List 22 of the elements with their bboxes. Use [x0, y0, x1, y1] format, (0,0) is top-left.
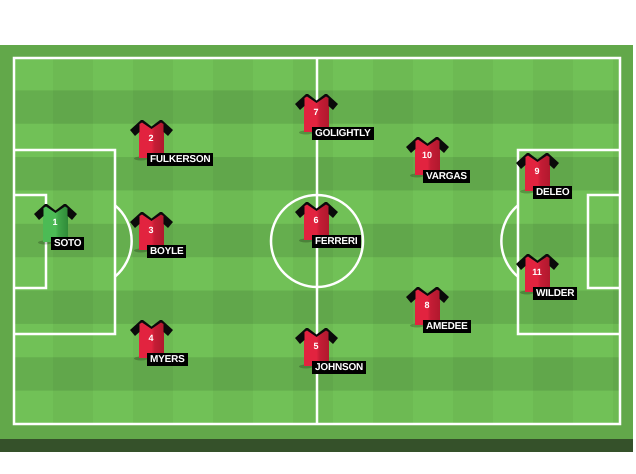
- player-name: BOYLE: [147, 245, 186, 258]
- jersey-number: 4: [148, 332, 154, 344]
- player-name: GOLIGHTLY: [312, 127, 374, 140]
- player-name: SOTO: [51, 237, 84, 250]
- jersey-number: 3: [148, 224, 154, 236]
- jersey-number: 1: [52, 216, 58, 228]
- player-name: AMEDEE: [423, 320, 471, 333]
- jersey-number: 8: [424, 299, 430, 311]
- player-name: FULKERSON: [147, 153, 214, 166]
- player-name: VARGAS: [423, 170, 470, 183]
- jersey-number: 2: [148, 132, 154, 144]
- player-name: DELEO: [533, 186, 572, 199]
- jersey-number: 11: [532, 266, 542, 278]
- jersey-number: 10: [422, 149, 432, 161]
- player-name: JOHNSON: [312, 361, 366, 374]
- jersey-number: 5: [314, 340, 318, 352]
- player-name: WILDER: [533, 287, 578, 300]
- jersey-number: 9: [534, 165, 540, 177]
- player-name: MYERS: [147, 353, 188, 366]
- jersey-number: 7: [314, 106, 318, 118]
- player-name: FERRERI: [312, 235, 360, 248]
- jersey-number: 6: [314, 214, 318, 226]
